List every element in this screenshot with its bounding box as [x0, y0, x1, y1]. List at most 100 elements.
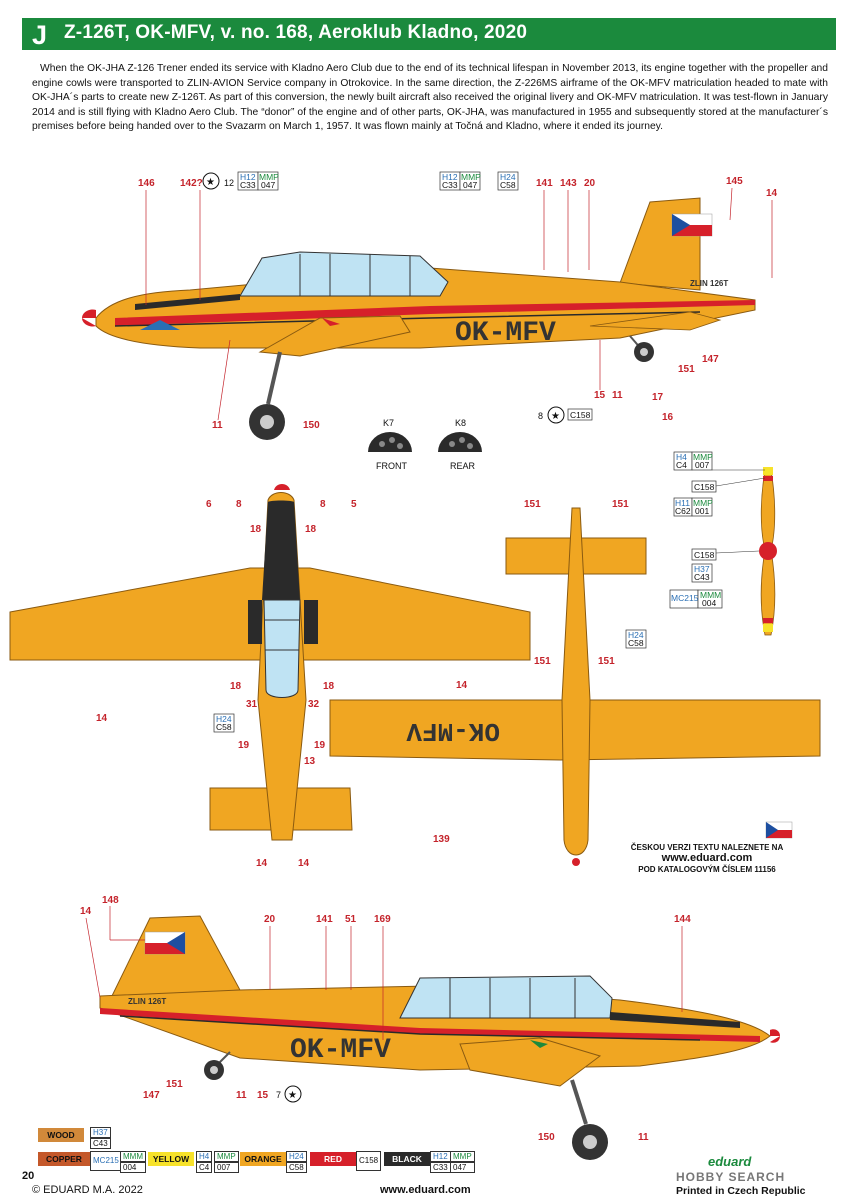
- legend-red: RED: [310, 1152, 356, 1166]
- hobby-search-watermark: HOBBY SEARCH: [676, 1170, 786, 1184]
- svg-text:C158: C158: [694, 482, 715, 492]
- paint-boxes-top: H12 C33 MMP 047 H12 C33 MMP 047 H24 C58 …: [237, 171, 593, 421]
- callout-151: 151: [678, 364, 695, 375]
- instrument-panels: K7 K8 FRONT REAR: [368, 418, 482, 471]
- svg-text:MMP: MMP: [461, 172, 481, 182]
- side-view-right: OK-MFV ZLIN 126T: [99, 915, 780, 1160]
- svg-text:H24: H24: [500, 172, 516, 182]
- intro-text: When the OK-JHA Z-126 Trener ended its s…: [32, 63, 828, 133]
- svg-text:C58: C58: [500, 180, 516, 190]
- svg-text:139: 139: [433, 834, 450, 845]
- svg-text:18: 18: [230, 681, 242, 692]
- svg-text:8: 8: [320, 499, 326, 510]
- page-number: 20: [22, 1170, 35, 1182]
- czech-flag: [765, 821, 793, 839]
- legend-black: BLACK: [384, 1152, 430, 1166]
- svg-text:32: 32: [308, 699, 320, 710]
- svg-text:MMP: MMP: [259, 172, 279, 182]
- svg-text:H11: H11: [675, 498, 690, 508]
- svg-text:19: 19: [314, 740, 326, 751]
- side-tail-text: ZLIN 126T: [690, 279, 728, 288]
- svg-text:14: 14: [256, 858, 268, 869]
- svg-text:169: 169: [374, 914, 391, 925]
- legend-copper: COPPER: [38, 1152, 90, 1166]
- callout-150: 150: [303, 420, 320, 431]
- svg-text:047: 047: [463, 180, 477, 190]
- side-view-callouts: 146 142? ★ 12 141 143 20 145 14 11 150 1…: [138, 172, 778, 431]
- svg-text:51: 51: [345, 914, 357, 925]
- svg-text:C158: C158: [570, 410, 591, 420]
- printed-note: Printed in Czech Republic: [676, 1185, 806, 1197]
- svg-text:C43: C43: [694, 572, 710, 582]
- svg-text:MMP: MMP: [693, 498, 713, 508]
- plan-top-callouts: 6 8 8 5 18 18 18 18 31 32 14 19 19 13 14…: [96, 499, 357, 869]
- svg-text:C4: C4: [676, 460, 687, 470]
- svg-text:150: 150: [538, 1132, 555, 1143]
- svg-text:11: 11: [236, 1090, 247, 1101]
- label-k7: K7: [383, 418, 394, 428]
- svg-text:H37: H37: [694, 564, 710, 574]
- svg-text:MC215: MC215: [671, 593, 699, 603]
- svg-text:20: 20: [264, 914, 276, 925]
- svg-text:C33: C33: [240, 180, 256, 190]
- callout-142: 142?: [180, 178, 203, 189]
- svg-text:151: 151: [612, 499, 629, 510]
- prop-paint-boxes: H4 C4 MMP 007 C158 H11 C62 MMP 001 C158 …: [669, 451, 766, 609]
- callout-17: 17: [652, 392, 664, 403]
- callout-11-b: 11: [612, 390, 623, 401]
- svg-text:047: 047: [261, 180, 275, 190]
- label-rear: REAR: [450, 461, 476, 471]
- svg-text:MMP: MMP: [693, 452, 713, 462]
- plan-bottom-callouts: 151 151 151 151 14 139 H24 C58: [433, 499, 647, 845]
- copyright: © EDUARD M.A. 2022: [32, 1184, 143, 1196]
- svg-text:15: 15: [257, 1090, 269, 1101]
- svg-text:148: 148: [102, 895, 119, 906]
- legend-yellow: YELLOW: [148, 1152, 194, 1166]
- callout-14-top: 14: [766, 188, 778, 199]
- callout-141: 141: [536, 178, 553, 189]
- label-front: FRONT: [376, 461, 407, 471]
- svg-text:6: 6: [206, 499, 212, 510]
- svg-text:151: 151: [524, 499, 541, 510]
- svg-text:18: 18: [323, 681, 335, 692]
- legend-orange: ORANGE: [240, 1152, 286, 1166]
- svg-text:144: 144: [674, 914, 691, 925]
- svg-text:H12: H12: [442, 172, 458, 182]
- callout-12: 12: [224, 178, 234, 188]
- czech-note: ČESKOU VERZI TEXTU NALEZNETE NA www.edua…: [630, 843, 784, 874]
- svg-text:C158: C158: [694, 550, 715, 560]
- callout-11-a: 11: [212, 420, 223, 431]
- svg-text:MMM: MMM: [700, 590, 721, 600]
- svg-text:14: 14: [96, 713, 108, 724]
- callout-8: 8: [538, 411, 543, 421]
- svg-text:5: 5: [351, 499, 357, 510]
- callout-16: 16: [662, 412, 674, 423]
- svg-text:★: ★: [551, 411, 560, 422]
- svg-text:001: 001: [695, 506, 709, 516]
- svg-text:14: 14: [298, 858, 310, 869]
- svg-text:14: 14: [80, 906, 92, 917]
- svg-text:19: 19: [238, 740, 250, 751]
- callout-147: 147: [702, 354, 719, 365]
- callout-146: 146: [138, 178, 155, 189]
- plan-view-bottom: OK-MFV: [329, 507, 821, 866]
- profile-letter: J: [32, 20, 48, 50]
- side-tail-text-right: ZLIN 126T: [128, 997, 166, 1006]
- callout-15: 15: [594, 390, 606, 401]
- label-k8: K8: [455, 418, 466, 428]
- svg-text:18: 18: [305, 524, 317, 535]
- svg-text:151: 151: [166, 1079, 183, 1090]
- svg-text:11: 11: [638, 1132, 649, 1143]
- eduard-logo: eduard: [708, 1154, 752, 1169]
- svg-text:147: 147: [143, 1090, 160, 1101]
- svg-text:★: ★: [288, 1090, 297, 1101]
- side-registration: OK-MFV: [455, 318, 556, 349]
- svg-text:C58: C58: [628, 638, 644, 648]
- side-registration-right: OK-MFV: [290, 1035, 391, 1066]
- svg-text:H12: H12: [240, 172, 256, 182]
- header-bar: J Z-126T, OK-MFV, v. no. 168, Aeroklub K…: [22, 18, 836, 50]
- svg-text:H4: H4: [676, 452, 687, 462]
- callout-143: 143: [560, 178, 577, 189]
- svg-text:C62: C62: [675, 506, 691, 516]
